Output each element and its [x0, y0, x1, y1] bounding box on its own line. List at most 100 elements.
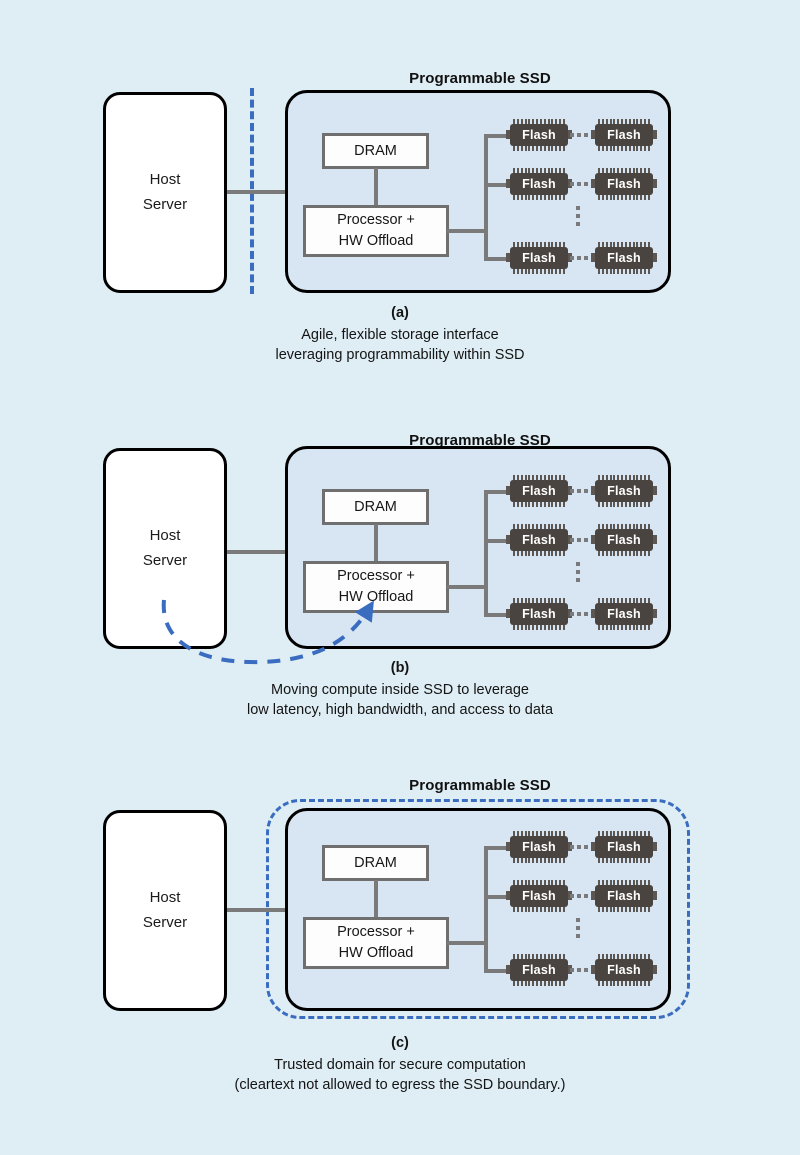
- flash-chip-c-r1-right: Flash: [591, 831, 657, 863]
- flash-label: Flash: [522, 533, 556, 547]
- chip-side-left: [591, 130, 595, 139]
- caption-tag-b: (b): [390, 660, 410, 676]
- caption-line2-b: low latency, high bandwidth, and access …: [246, 702, 554, 719]
- flash-ellipsis-a-r3: [570, 256, 588, 260]
- chip-side-right: [653, 609, 657, 618]
- chip-side-right: [653, 965, 657, 974]
- chip-side-left: [591, 842, 595, 851]
- chip-side-left: [591, 253, 595, 262]
- host-label-line1: Host: [149, 526, 181, 544]
- chip-side-left: [506, 179, 510, 188]
- host-label-line1: Host: [149, 170, 181, 188]
- host-to-ssd-link-b: [227, 550, 307, 554]
- chip-pins-bottom: [513, 502, 565, 507]
- flash-label: Flash: [522, 177, 556, 191]
- flash-branch-2-c: [484, 895, 512, 899]
- chip-side-left: [591, 486, 595, 495]
- flash-label: Flash: [607, 484, 641, 498]
- caption-c: (c) Trusted domain for secure computatio…: [0, 1033, 800, 1096]
- flash-label: Flash: [607, 177, 641, 191]
- flash-chip-b-r3-right: Flash: [591, 598, 657, 630]
- flash-label: Flash: [607, 128, 641, 142]
- chip-side-left: [591, 609, 595, 618]
- chip-pins-top: [513, 954, 565, 959]
- chip-pins-top: [598, 954, 650, 959]
- flash-ellipsis-b-r3: [570, 612, 588, 616]
- chip-pins-top: [598, 831, 650, 836]
- flash-branch-3-b: [484, 613, 512, 617]
- flash-ellipsis-a-r1: [570, 133, 588, 137]
- chip-side-right: [653, 891, 657, 900]
- flash-chip-c-r3-right: Flash: [591, 954, 657, 986]
- flash-chip-a-r3-right: Flash: [591, 242, 657, 274]
- flash-branch-1-c: [484, 846, 512, 850]
- chip-pins-top: [598, 475, 650, 480]
- chip-side-left: [506, 535, 510, 544]
- processor-label-line2-c: HW Offload: [338, 945, 414, 961]
- flash-branch-2-a: [484, 183, 512, 187]
- processor-box-b: Processor + HW Offload: [303, 561, 449, 613]
- dram-label-c: DRAM: [354, 854, 397, 871]
- flash-chip-a-r1-right: Flash: [591, 119, 657, 151]
- flash-label: Flash: [607, 889, 641, 903]
- chip-side-left: [506, 965, 510, 974]
- flash-label: Flash: [522, 128, 556, 142]
- caption-tag-a: (a): [391, 305, 409, 321]
- flash-label: Flash: [522, 963, 556, 977]
- flash-branch-1-b: [484, 490, 512, 494]
- dram-box-c: DRAM: [322, 845, 429, 881]
- processor-label-line1-c: Processor +: [337, 924, 415, 941]
- panel-a: Programmable SSD Host Server DRAM Proces…: [0, 0, 800, 390]
- chip-pins-top: [513, 242, 565, 247]
- flash-chip-a-r2-left: Flash: [506, 168, 572, 200]
- flash-column-ellipsis-a: [576, 206, 580, 226]
- chip-pins-bottom: [598, 195, 650, 200]
- processor-bus-link-b: [447, 585, 487, 589]
- chip-side-left: [506, 891, 510, 900]
- flash-label: Flash: [607, 533, 641, 547]
- flash-chip-a-r2-right: Flash: [591, 168, 657, 200]
- flash-chip-b-r1-left: Flash: [506, 475, 572, 507]
- flash-ellipsis-c-r1: [570, 845, 588, 849]
- ssd-title-text-a: Programmable SSD: [409, 70, 551, 87]
- host-label-line2: Server: [142, 195, 188, 213]
- chip-pins-top: [513, 880, 565, 885]
- caption-line1-c: Trusted domain for secure computation: [274, 1056, 526, 1073]
- flash-chip-a-r1-left: Flash: [506, 119, 572, 151]
- flash-chip-b-r3-left: Flash: [506, 598, 572, 630]
- chip-side-left: [506, 486, 510, 495]
- chip-pins-top: [513, 598, 565, 603]
- flash-label: Flash: [607, 607, 641, 621]
- chip-side-right: [653, 253, 657, 262]
- processor-label-line1-b: Processor +: [337, 568, 415, 585]
- chip-side-left: [591, 891, 595, 900]
- processor-label-line2-b: HW Offload: [338, 589, 414, 605]
- host-label-line2: Server: [142, 551, 188, 569]
- flash-branch-3-a: [484, 257, 512, 261]
- flash-column-ellipsis-b: [576, 562, 580, 582]
- host-label-line2: Server: [142, 913, 188, 931]
- chip-pins-top: [513, 119, 565, 124]
- ssd-title-text-c: Programmable SSD: [409, 777, 551, 794]
- chip-pins-top: [513, 168, 565, 173]
- chip-side-left: [506, 253, 510, 262]
- flash-ellipsis-b-r1: [570, 489, 588, 493]
- chip-pins-top: [598, 242, 650, 247]
- chip-side-left: [506, 842, 510, 851]
- caption-a: (a) Agile, flexible storage interface le…: [0, 303, 800, 366]
- host-to-ssd-link-a: [227, 190, 307, 194]
- chip-pins-top: [598, 598, 650, 603]
- dram-box-a: DRAM: [322, 133, 429, 169]
- chip-pins-bottom: [598, 907, 650, 912]
- chip-pins-bottom: [513, 146, 565, 151]
- chip-pins-top: [598, 524, 650, 529]
- flash-bus-trunk-b: [484, 492, 488, 617]
- caption-line1-a: Agile, flexible storage interface: [301, 326, 499, 343]
- chip-side-left: [591, 535, 595, 544]
- chip-pins-bottom: [598, 269, 650, 274]
- flash-chip-b-r2-left: Flash: [506, 524, 572, 556]
- chip-pins-top: [513, 524, 565, 529]
- chip-side-right: [653, 486, 657, 495]
- panel-c: Programmable SSD Host Server DRAM Proces…: [0, 700, 800, 1120]
- flash-ellipsis-c-r2: [570, 894, 588, 898]
